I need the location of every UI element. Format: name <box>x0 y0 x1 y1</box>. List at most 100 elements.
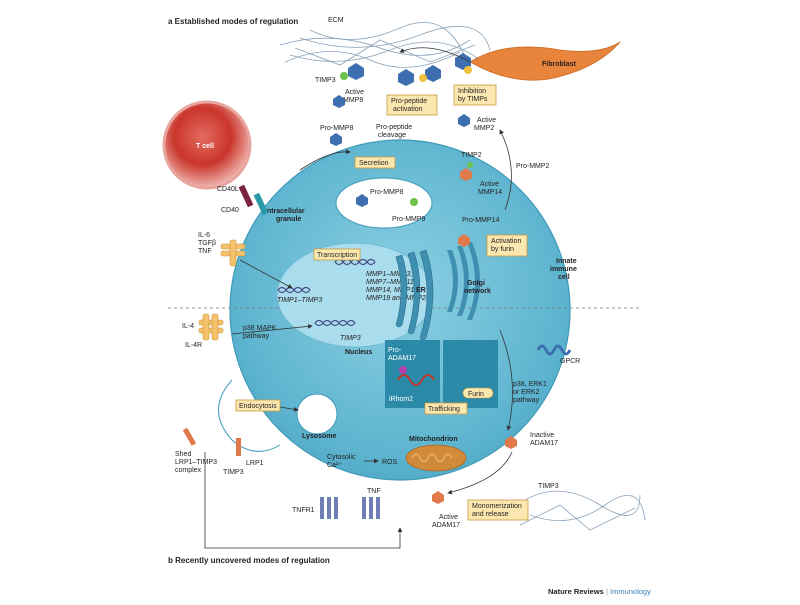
timp2-icon <box>467 162 473 168</box>
activation-by-furin-label: Activation by furin <box>491 238 523 253</box>
ecm-fibers-lower <box>519 490 646 531</box>
p38-erk-label: p38, ERK1 or ERK2 pathway <box>513 381 549 404</box>
pro-peptide-cleavage-label: Pro-peptide cleavage <box>376 124 414 139</box>
nucleus-label: Nucleus <box>345 349 372 356</box>
journal-name: Nature Reviews <box>548 587 604 596</box>
trafficking-label: Trafficking <box>428 406 460 413</box>
timp3-nucleus-label: TIMP3 <box>340 335 361 342</box>
secretion-label: Secretion <box>359 160 389 167</box>
fibroblast-secretion-arrow <box>399 47 471 63</box>
journal-section: Immunology <box>610 587 651 596</box>
active-mmp8-label: Active MMP8 <box>343 89 366 104</box>
pro-peptide-activation-label: Pro-peptide activation <box>391 98 429 113</box>
irhom2-label: iRhom2 <box>389 396 413 403</box>
timp3-top-label: TIMP3 <box>315 77 336 84</box>
pro-mmp8-granule-icon <box>356 194 368 207</box>
gpcr-receptor <box>536 344 572 356</box>
active-adam17-icon <box>432 491 444 504</box>
cytokine-pathway-arrow <box>239 259 293 289</box>
mmp-gene-list: MMP1–MMP3, MMP7–MMP11, MMP14, MMP17, MMP… <box>366 271 430 302</box>
il4-label: IL-4 <box>182 323 194 330</box>
furin-to-adam17-arrow <box>499 329 513 431</box>
secretion-box <box>354 156 396 169</box>
fibroblast-shape <box>469 41 621 81</box>
trafficking-box <box>424 402 468 415</box>
ecm-label: ECM <box>328 17 344 24</box>
active-mmp8-icon <box>333 95 345 108</box>
timp2-label: TIMP2 <box>461 152 482 159</box>
t-cell <box>162 100 252 190</box>
shed-complex-icon <box>182 427 197 446</box>
tnfr1-label: TNFR1 <box>292 507 315 514</box>
pro-mmp8-out-icon <box>330 133 342 146</box>
journal-separator: | <box>606 587 610 596</box>
transcription-label: Transcription <box>317 252 357 259</box>
cytokines-label: IL-6 TGFβ TNF <box>198 232 218 255</box>
timp3-lower-label: TIMP3 <box>223 469 244 476</box>
journal-footer: Nature Reviews | Immunology <box>548 587 651 596</box>
endoplasmic-reticulum <box>395 249 434 341</box>
active-mmp14-label: Active MMP14 <box>478 181 502 196</box>
golgi-label: Golgi network <box>464 280 491 295</box>
mitochondrion-label: Mitochondrion <box>409 436 458 443</box>
pro-adam17-label: Pro- ADAM17 <box>388 347 416 362</box>
pro-mmp2-label: Pro-MMP2 <box>516 163 550 170</box>
il4r-label: IL-4R <box>185 342 202 349</box>
endocytosis-arrow <box>279 406 299 412</box>
shed-complex-arrow <box>204 452 403 549</box>
intracellular-granule <box>335 177 433 229</box>
golgi-network <box>447 242 480 320</box>
timp3-right-label: TIMP3 <box>538 483 559 490</box>
endocytosis-box <box>235 399 281 412</box>
tnf-lower-label: TNF <box>367 488 381 495</box>
ros-label: ROS <box>382 459 398 466</box>
inhibition-by-timps-label: Inhibition by TIMPs <box>458 88 488 103</box>
er-label: ER <box>416 287 426 294</box>
endocytosis-pit <box>218 379 281 452</box>
pro-adam17-icon <box>399 366 407 374</box>
mmp14-arrow <box>499 129 512 211</box>
lysosome-label: Lysosome <box>302 433 336 440</box>
monomerization-label: Monomerization and release <box>472 503 524 518</box>
transcription-box <box>313 248 361 261</box>
tnf-trimer <box>362 497 380 519</box>
cytokine-receptor <box>220 239 246 267</box>
lrp1-icon <box>236 438 241 456</box>
inactive-adam17-label: Inactive ADAM17 <box>530 432 558 447</box>
inactive-adam17-icon <box>505 436 517 449</box>
panel-b-title: b Recently uncovered modes of regulation <box>168 556 330 565</box>
gpcr-label: GPCR <box>560 358 580 365</box>
cd40-label: CD40 <box>221 207 239 214</box>
monomerization-box <box>467 499 529 521</box>
pro-mmp14-icon <box>458 234 470 247</box>
tcell-activation-arrow <box>299 149 351 171</box>
cd40l-label: CD40L <box>217 186 239 193</box>
il4-receptor <box>198 313 224 341</box>
lysosome <box>296 393 338 435</box>
ecm-fibers <box>279 21 491 71</box>
active-mmp2-label: Active MMP2 <box>474 117 498 132</box>
furin-pill <box>462 387 494 399</box>
adam17-activation-arrow <box>447 451 513 495</box>
pro-mmp14-label: Pro-MMP14 <box>462 217 499 224</box>
furin-label: Furin <box>468 391 484 398</box>
pro-mmp9-icon <box>410 198 418 206</box>
active-mmp2-icon <box>458 114 470 127</box>
panel-a-title: a Established modes of regulation <box>168 17 298 26</box>
shed-complex-label: Shed LRP1–TIMP3 complex <box>175 451 219 474</box>
pro-mmp9-label: Pro-MMP9 <box>392 216 426 223</box>
inhibition-by-timps-box <box>453 84 497 106</box>
innate-immune-cell-label: Innate immune cell <box>550 258 579 281</box>
t-cell-label: T cell <box>196 143 214 150</box>
mitochondrion-cristae <box>411 453 453 463</box>
cytosolic-ca-label: Cytosolic Ca²⁺ <box>327 454 357 469</box>
il4-pathway-arrow <box>231 324 313 335</box>
pro-peptide-activation-box <box>386 94 438 116</box>
cd40l-receptor <box>238 184 254 208</box>
active-mmp14-icon <box>460 168 472 181</box>
cd40-receptor <box>253 192 269 216</box>
p38-mapk-label: p38 MAPK pathway <box>243 325 278 340</box>
endocytosis-label: Endocytosis <box>239 403 277 410</box>
